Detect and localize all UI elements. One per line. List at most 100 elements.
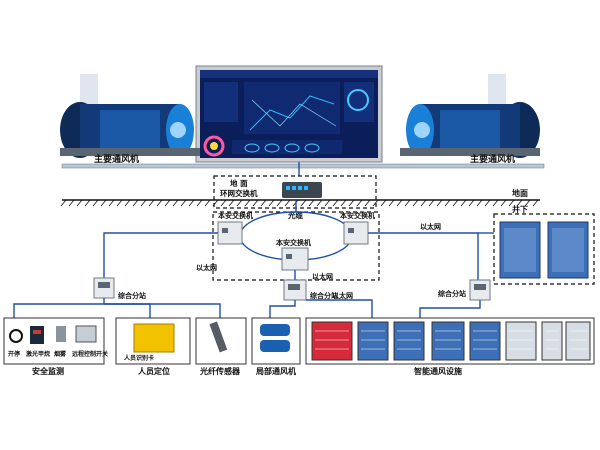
ground-hatch [420, 199, 427, 207]
ground-ring-switch-box [213, 175, 377, 209]
ground-hatch [396, 199, 403, 207]
ground-hatch [452, 199, 459, 207]
ground-hatch [348, 199, 355, 207]
personnel-label: 人员定位 [138, 366, 170, 376]
fiber-sensor-icon [209, 321, 228, 353]
ventilation-doors [311, 321, 591, 361]
ground-hatch [404, 199, 411, 207]
main-fan-left [60, 74, 200, 158]
safety-item-3: 远程控制开关 [72, 350, 108, 358]
switch-left-label: 本安交换机 [217, 211, 253, 220]
ventilation-door-icon [357, 321, 389, 361]
ground-hatch [172, 199, 179, 207]
safety-group-label: 安全监测 [32, 366, 64, 376]
surface-bus [61, 163, 545, 169]
ground-hatch [412, 199, 419, 207]
fiber-label: 光缆 [287, 210, 303, 220]
ventilation-door-icon [311, 321, 353, 361]
safety-devices [9, 325, 97, 344]
ethernet-mid-label: 以太网 [312, 272, 333, 281]
ground-ring-switch-icon [282, 182, 322, 198]
ground-hatch [204, 199, 211, 207]
personnel-card-icon [133, 323, 175, 353]
surface-label: 地面 [512, 188, 528, 198]
substation-right-label: 综合分站 [438, 289, 466, 298]
ground-hatch [428, 199, 435, 207]
switch-bottom-label: 本安交换机 [275, 238, 311, 247]
link-left [103, 232, 218, 278]
safety-item-1: 激光甲烷 [26, 350, 50, 358]
ground-hatch [132, 199, 139, 207]
ground-hatch [108, 199, 115, 207]
ground-hatch [364, 199, 371, 207]
ground-hatch [500, 199, 507, 207]
substation-right [469, 279, 491, 301]
ground-hatch [492, 199, 499, 207]
ground-hatch [180, 199, 187, 207]
substation-left-label: 综合分站 [118, 291, 146, 300]
ground-hatch [356, 199, 363, 207]
large-ventilation-door-2 [547, 221, 589, 279]
ground-hatch [308, 199, 315, 207]
ventilation-door-icon [565, 321, 591, 361]
ground-hatch [300, 199, 307, 207]
main-fan-left-label: 主要通风机 [94, 153, 139, 165]
ethernet-right-label: 以太网 [420, 222, 441, 231]
ground-hatch [516, 199, 523, 207]
ground-hatch [84, 199, 91, 207]
substation-mid-label: 综合分站 [310, 291, 338, 300]
smart-vent-label: 智能通风设施 [414, 366, 462, 376]
ventilation-door-icon [393, 321, 425, 361]
switch-right [343, 221, 369, 245]
ground-hatch [476, 199, 483, 207]
switch-bottom [281, 247, 309, 271]
local-fan-icon [260, 324, 290, 352]
ground-hatch [380, 199, 387, 207]
ground-hatch [260, 199, 267, 207]
ethernet-left-label: 以太网 [196, 263, 217, 272]
fiber-sensor-label: 光纤传感器 [199, 366, 241, 376]
safety-item-0: 开停 [8, 350, 20, 358]
ground-ring-label: 地 面环网交换机 [220, 178, 258, 198]
ground-hatch [244, 199, 251, 207]
ground-hatch [156, 199, 163, 207]
ground-hatch [236, 199, 243, 207]
ground-hatch [196, 199, 203, 207]
ground-hatch [68, 199, 75, 207]
ground-hatch [228, 199, 235, 207]
ground-hatch [60, 199, 67, 207]
ground-hatch [276, 199, 283, 207]
ground-hatch [324, 199, 331, 207]
ground-hatch [140, 199, 147, 207]
ground-hatch [332, 199, 339, 207]
ground-hatch [124, 199, 131, 207]
ground-hatch [116, 199, 123, 207]
main-fan-right-label: 主要通风机 [470, 153, 515, 165]
ground-hatch [484, 199, 491, 207]
ground-hatch [340, 199, 347, 207]
ground-hatch [252, 199, 259, 207]
ground-hatch [468, 199, 475, 207]
ground-hatch [284, 199, 291, 207]
ethernet-bottom-label: 以太网 [332, 291, 353, 300]
substation-mid [283, 279, 307, 301]
ground-hatch [100, 199, 107, 207]
local-fan-label: 局部通风机 [255, 366, 296, 376]
main-fan-right [400, 74, 540, 158]
ground-hatch [92, 199, 99, 207]
ground-hatch [220, 199, 227, 207]
ground-hatch [316, 199, 323, 207]
ground-hatch [460, 199, 467, 207]
ground-hatch [268, 199, 275, 207]
ventilation-door-icon [469, 321, 501, 361]
substation-left [93, 277, 115, 299]
ground-hatch [188, 199, 195, 207]
personnel-card-label: 人员识别卡 [124, 354, 154, 362]
ground-line [60, 199, 540, 207]
underground-label: 井下 [512, 204, 528, 214]
ground-hatch [508, 199, 515, 207]
ground-hatch [76, 199, 83, 207]
ground-hatch [444, 199, 451, 207]
ground-hatch [388, 199, 395, 207]
